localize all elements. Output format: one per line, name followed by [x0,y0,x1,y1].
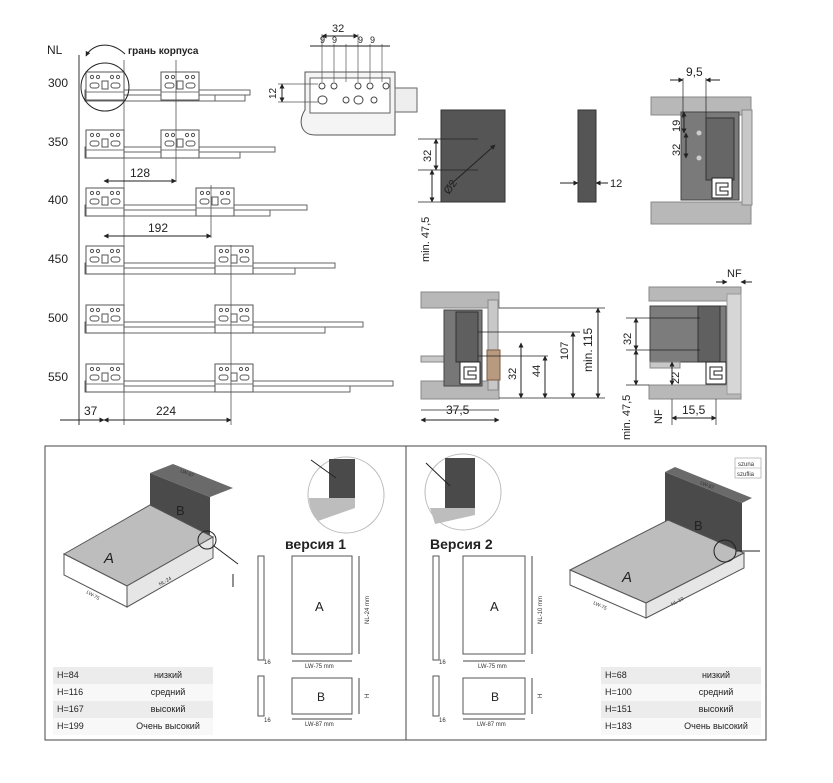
v2-iso-label-a: A [621,569,632,586]
dim-128: 128 [130,166,150,180]
v2-flat-dim-h: H [538,694,544,698]
side-dim-12: 12 [610,178,622,190]
drawer-side-section: 115 min. 107 44 32 37,5 [420,291,605,423]
runner-450 [84,245,336,275]
side-dim-9-5: 9,5 [686,65,703,79]
front-panel-detail: 32 Ø2 min. 47,5 12 [418,109,622,262]
nl-header: NL [47,43,63,57]
v2-legend-2: szuflia [737,472,755,478]
v1-flat-label-b: B [317,690,325,704]
right-dim-15-5: 15,5 [682,403,706,417]
v2-flat-label-b: B [491,690,499,704]
nl-400: 400 [48,193,68,207]
nl-550: 550 [48,370,68,384]
v1-iso-label-a: A [103,550,114,567]
front-assembly-section: NF 32 22 min. 47,5 NF 15,5 [621,268,752,440]
hole-dim-9b: 9 [332,35,337,45]
nl-500: 500 [48,311,68,325]
right-dim-nf-top: NF [727,268,742,280]
v1-flat-dim-lw87: LW-87 mm [305,722,334,728]
nl-350: 350 [48,135,68,149]
v1-flat-dim-lw75: LW-75 mm [305,664,334,670]
v2-iso-dim-lw75: LW-75 [592,600,608,612]
runner-lengths-diagram: NL грань корпуса 300 350 400 450 500 550 [47,43,394,425]
section-dim-107: 107 [559,342,571,360]
hole-dim-9c: 9 [358,35,363,45]
nl-300: 300 [48,76,68,90]
front-dim-min-47-5: min. 47,5 [420,217,432,262]
version-1-panel: B A LW-87 LW-75 NL-24 версия 1 16 16 A L… [62,456,385,728]
v2-flat-dim-16b: 16 [439,718,446,724]
section-dim-115: 115 [581,328,595,347]
front-dim-32: 32 [422,150,434,162]
side-section-detail: 9,5 19 32 [650,65,753,225]
v2-flat-dim-lw87: LW-87 mm [477,722,506,728]
v1-version-label: версия 1 [285,536,346,552]
v1-flat-dim-16a: 16 [264,660,271,666]
side-dim-19: 19 [671,120,683,132]
v2-iso-dim-lw87: LW-87 [699,480,715,491]
runner-550 [84,363,394,393]
right-dim-22: 22 [670,372,682,384]
nl-450: 450 [48,252,68,266]
v2-legend-1: szuna [738,462,755,468]
v2-flat-dim-nl10: NL-10 mm [538,596,544,624]
v1-flat-dim-16b: 16 [264,718,271,724]
v2-flat-dim-lw75: LW-75 mm [478,664,507,670]
runner-350 [84,129,276,159]
v1-flat-dim-nl24: NL-24 mm [365,596,371,624]
hole-dim-9d: 9 [370,35,375,45]
right-dim-min-47-5: min. 47,5 [621,395,633,440]
dim-224: 224 [156,404,176,418]
v2-iso-dim-nl10: NL-10 [670,596,685,608]
v1-flat-dim-h: H [365,694,371,698]
section-dim-32: 32 [507,368,519,380]
v2-version-label: Версия 2 [430,536,493,552]
v1-iso-label-b: B [176,503,185,518]
v1-iso-dim-lw87: LW-87 [179,468,195,479]
section-dim-37-5: 37,5 [446,403,470,417]
v2-flat-label-a: A [490,599,499,614]
version-2-panel: Версия 2 16 16 A LW-75 mm NL-10 mm B LW-… [424,453,762,728]
runner-500 [84,304,364,334]
hole-dim-32: 32 [332,23,344,35]
v2-iso-label-b: B [694,518,703,533]
right-dim-nf-bottom: NF [653,409,665,424]
edge-label: грань корпуса [128,46,199,57]
side-dim-32: 32 [671,144,683,156]
dim-37: 37 [84,404,98,418]
dim-192: 192 [148,221,168,235]
hole-pattern-detail: 32 9 9 9 9 12 [268,23,418,136]
hole-dim-9a: 9 [320,35,325,45]
v2-flat-dim-16a: 16 [439,660,446,666]
section-dim-min: min. [581,349,595,372]
v1-flat-label-a: A [315,599,324,614]
runner-400 [84,187,308,217]
section-dim-44: 44 [531,365,543,377]
v2-corner-detail [424,453,502,531]
hole-dim-12: 12 [268,87,279,99]
right-dim-32: 32 [622,333,634,345]
runner-300 [80,62,251,112]
v1-corner-detail [307,456,385,534]
